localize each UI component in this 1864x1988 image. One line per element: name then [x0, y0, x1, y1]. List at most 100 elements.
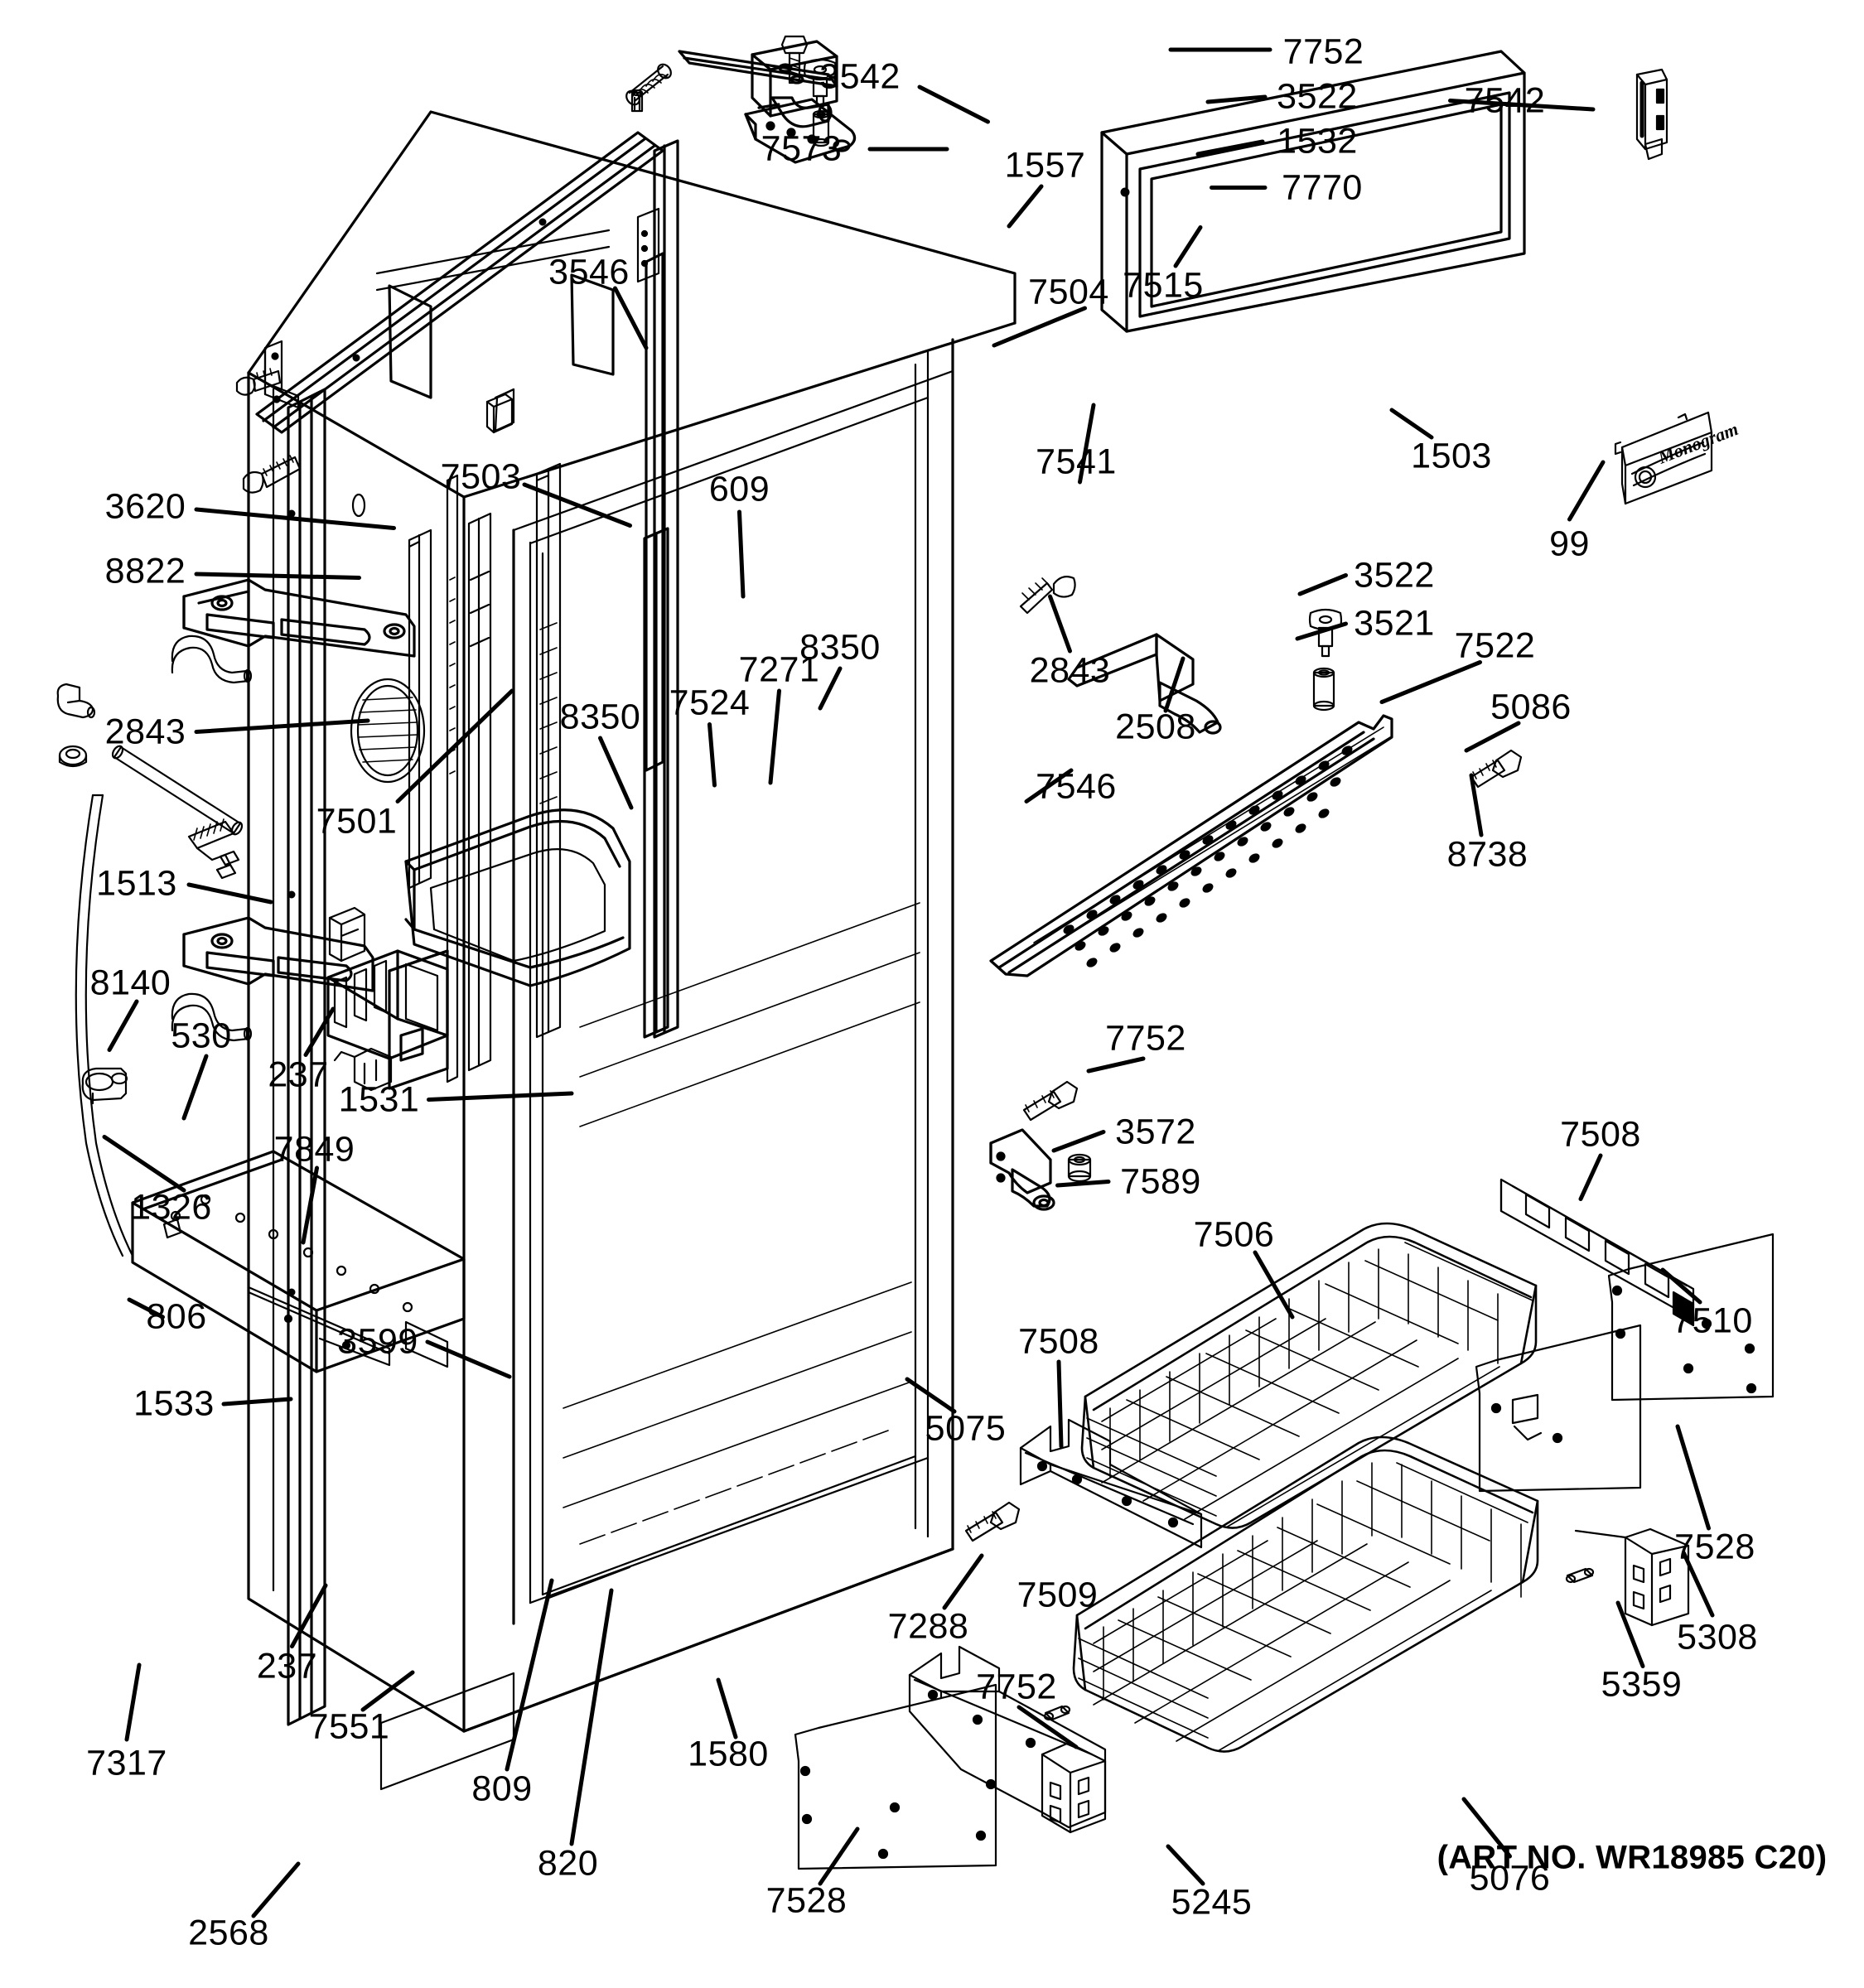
part-1326-nut: [58, 745, 88, 768]
callout-7546: 7546: [1036, 766, 1117, 806]
callout-7508-topright: 7508: [1560, 1114, 1641, 1154]
part-237-hook-upper: [171, 635, 253, 684]
part-8822-screw: [235, 368, 282, 396]
callout-8738: 8738: [1446, 834, 1528, 875]
grille-perforations: [1063, 746, 1353, 967]
callout-3522-mid: 3522: [1354, 555, 1435, 595]
basket-5076-wires: [1078, 1462, 1528, 1752]
callout-2568: 2568: [188, 1913, 269, 1953]
part-7546-bar: [643, 527, 669, 1039]
part-3522-screw-mid: [1308, 608, 1343, 658]
callout-5075: 5075: [925, 1408, 1007, 1449]
callout-1326: 1326: [131, 1187, 212, 1228]
callout-806: 806: [146, 1296, 207, 1337]
part-7546-strip: [645, 252, 664, 772]
callout-3542: 3542: [819, 56, 901, 97]
callout-7317: 7317: [86, 1743, 167, 1783]
part-7573-pin: [630, 89, 644, 113]
callout-7504: 7504: [1028, 272, 1109, 311]
part-2843-screw-left: [242, 455, 302, 494]
part-3521-bushing: [1312, 667, 1335, 712]
part-8738-bolt: [1470, 749, 1523, 789]
callout-7510: 7510: [1672, 1300, 1753, 1340]
part-5075-pan: [404, 808, 631, 987]
callout-1503: 1503: [1411, 436, 1492, 475]
callout-1513: 1513: [96, 863, 177, 903]
callout-1580: 1580: [688, 1734, 769, 1774]
part-1533-latch: [182, 916, 374, 992]
callout-7501: 7501: [316, 801, 398, 841]
callout-820: 820: [537, 1843, 599, 1884]
part-7504-bracket: [636, 207, 660, 283]
part-7288-bolt: [964, 1501, 1021, 1542]
callout-7271: 7271: [738, 649, 820, 689]
callout-237-upper: 237: [268, 1054, 329, 1094]
part-2568-base-assembly: [131, 1150, 466, 1373]
part-7528-panel-right: [1607, 1233, 1775, 1402]
part-3599-clip: [328, 906, 366, 963]
part-7589-hinge-plate: [989, 1128, 1055, 1211]
callout-8350-right: 8350: [799, 627, 881, 667]
part-3542-spring: [625, 63, 672, 106]
callout-5359: 5359: [1601, 1664, 1683, 1705]
callout-7551: 7551: [308, 1706, 390, 1747]
part-1513-latch: [182, 578, 416, 658]
part-1557-trim: [653, 139, 679, 1039]
callout-2508: 2508: [1115, 707, 1196, 746]
callout-7524: 7524: [669, 683, 751, 723]
part-7515-bracket: [744, 98, 857, 164]
callout-2843-left: 2843: [104, 712, 186, 751]
callout-7506: 7506: [1193, 1214, 1275, 1255]
callout-5086: 5086: [1490, 687, 1572, 726]
callout-7589: 7589: [1120, 1161, 1201, 1201]
part-1580-panel: [462, 1547, 954, 1733]
part-99-monogram-badge: [1614, 411, 1713, 505]
part-609-switch: [485, 393, 514, 434]
cabinet-body: [247, 110, 1017, 1733]
part-5308-bracket: [1574, 1527, 1690, 1627]
cabinet-liner: [272, 350, 930, 1604]
callout-8140: 8140: [89, 963, 171, 1002]
part-7503-rail: [388, 273, 615, 399]
part-5359-pin: [1565, 1567, 1595, 1584]
callout-3620: 3620: [104, 486, 186, 527]
callout-7509: 7509: [1017, 1575, 1099, 1615]
callout-3522-top: 3522: [1277, 76, 1358, 117]
part-809-connector: [333, 1047, 393, 1092]
part-3546-top-trim: [255, 131, 664, 434]
callout-8822: 8822: [104, 551, 186, 591]
part-7542-hinge: [1635, 68, 1668, 161]
callout-7503: 7503: [440, 456, 522, 497]
callout-7528-bot: 7528: [765, 1880, 847, 1921]
part-7752-bolt-top: [780, 35, 809, 84]
part-1503-door: [1100, 50, 1526, 333]
part-237-hook-lower: [171, 992, 253, 1042]
callout-1532: 1532: [1277, 121, 1358, 162]
callout-5076: 5076: [1469, 1858, 1551, 1899]
callout-7522: 7522: [1454, 625, 1536, 666]
part-7528-panel-mid: [1475, 1324, 1642, 1493]
part-7317-clamp: [81, 1067, 128, 1105]
part-hinge-plate: [751, 40, 838, 118]
part-7752-bolt-mid: [1022, 1080, 1079, 1122]
part-1531-fan-grille: [350, 678, 426, 784]
callout-2843-mid: 2843: [1029, 650, 1111, 691]
part-7524-rail: [467, 512, 492, 1072]
basket-7506-wires: [1086, 1242, 1533, 1528]
part-icemaker-housing: [388, 949, 449, 1090]
part-7509-slide-rail: [1019, 1418, 1203, 1549]
callout-1557: 1557: [1004, 145, 1086, 185]
part-7849-coil: [187, 818, 240, 880]
callout-609: 609: [708, 469, 770, 509]
callout-3572: 3572: [1115, 1112, 1196, 1151]
callout-809: 809: [471, 1768, 533, 1809]
callout-99: 99: [1549, 524, 1590, 564]
callout-237-lower: 237: [256, 1646, 318, 1686]
part-slotted-rail: [446, 474, 459, 1083]
callout-3521: 3521: [1354, 603, 1435, 644]
callout-1531: 1531: [338, 1079, 420, 1119]
callout-5245: 5245: [1171, 1882, 1253, 1922]
callout-7752-bot: 7752: [976, 1667, 1057, 1707]
callout-7573: 7573: [761, 128, 843, 169]
